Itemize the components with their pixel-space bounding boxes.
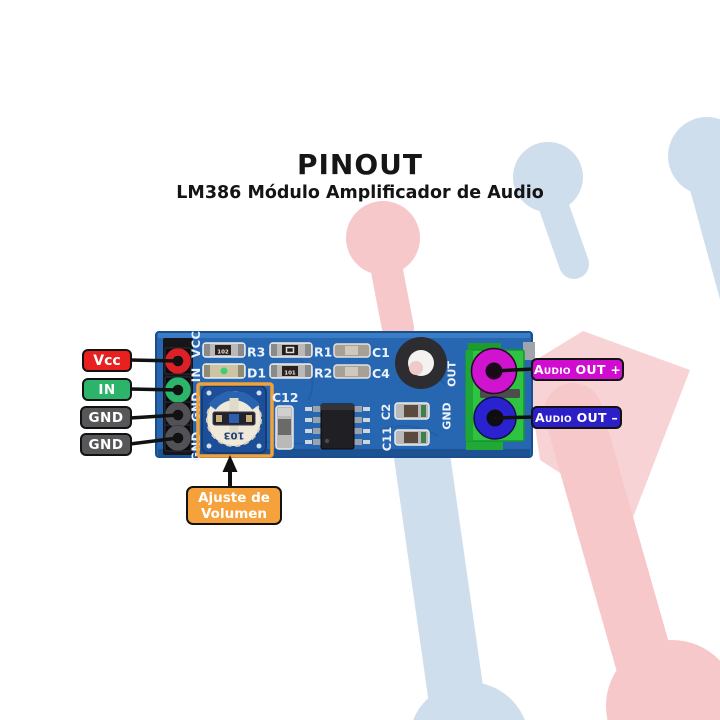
pcb-edge-shadow: [158, 449, 530, 456]
resistor-r3: 102: [202, 342, 246, 358]
decor-blue-trace: [392, 414, 485, 720]
line-out-plus: [492, 367, 536, 373]
page-title: PINOUT: [296, 148, 423, 181]
capacitor-c12: [275, 405, 294, 450]
line-in: [128, 387, 180, 392]
background-decor: [346, 117, 720, 720]
resistor-r3-value: 102: [217, 349, 229, 355]
silkscreen-d1: D1: [247, 366, 266, 381]
pin-label-audio-out-minus: Audio OUT –: [531, 406, 622, 429]
decor-pink-trace: [367, 234, 414, 344]
capacitor-c11: [394, 429, 430, 446]
potentiometer: 103: [201, 385, 267, 454]
arrow-up-icon: [222, 455, 238, 472]
silkscreen-r1: R1: [314, 345, 332, 360]
silkscreen-out: OUT: [446, 361, 459, 387]
connector-lines: [128, 358, 536, 446]
volume-highlight-box: [196, 382, 274, 458]
pin-label-gnd-2: GND: [80, 433, 132, 456]
line-gnd1: [128, 413, 180, 420]
silkscreen-c1: C1: [372, 345, 390, 360]
resistor-r2-value: 101: [284, 370, 296, 376]
resistor-r2: 101: [269, 363, 313, 379]
line-vcc: [128, 358, 180, 363]
line-gnd2: [128, 436, 180, 446]
silkscreen-c12: C12: [272, 390, 299, 405]
silkscreen-pin-names: GND GND IN VCC: [189, 331, 203, 462]
silkscreen-gnd: GND: [441, 402, 454, 429]
decor-blue-trace: [686, 149, 720, 300]
pin-label-audio-out-plus: Audio OUT +: [531, 358, 624, 381]
capacitor-c4: [333, 364, 371, 379]
pin-label-in: IN: [82, 378, 132, 401]
decor-pink-trace: [544, 383, 675, 697]
silkscreen-r3: R3: [247, 345, 265, 360]
silkscreen-c2: C2: [379, 404, 393, 420]
decor-pink-node-icon: [606, 640, 720, 720]
mounting-hole: [395, 337, 447, 389]
volume-adjust-callout: Ajuste de Volumen: [186, 486, 282, 525]
diode-d1: [202, 363, 246, 379]
potentiometer-value: 103: [224, 430, 245, 441]
pin-label-vcc: Vcc: [82, 349, 132, 372]
volume-arrow: [222, 455, 238, 486]
capacitor-c1: [333, 343, 371, 358]
volume-callout-line2: Volumen: [200, 505, 268, 522]
pcb-edge-highlight: [158, 333, 530, 338]
capacitor-c2: [394, 402, 430, 420]
terminal-block: [465, 342, 535, 450]
volume-callout-line1: Ajuste de: [198, 489, 270, 506]
pin-label-gnd-1: GND: [80, 406, 132, 429]
pcb-module: GND GND IN VCC 102 R3 R1 C1: [155, 331, 535, 462]
silkscreen-r2: R2: [314, 366, 332, 381]
silkscreen-c4: C4: [372, 366, 390, 381]
decor-blue-trace: [533, 175, 589, 279]
page-subtitle: LM386 Módulo Amplificador de Audio: [176, 183, 544, 203]
resistor-r1: [269, 342, 313, 358]
line-out-minus: [493, 415, 536, 420]
silkscreen-c11: C11: [380, 427, 394, 451]
decor-blue-node-icon: [413, 682, 525, 720]
amplifier-ic: [305, 403, 370, 450]
